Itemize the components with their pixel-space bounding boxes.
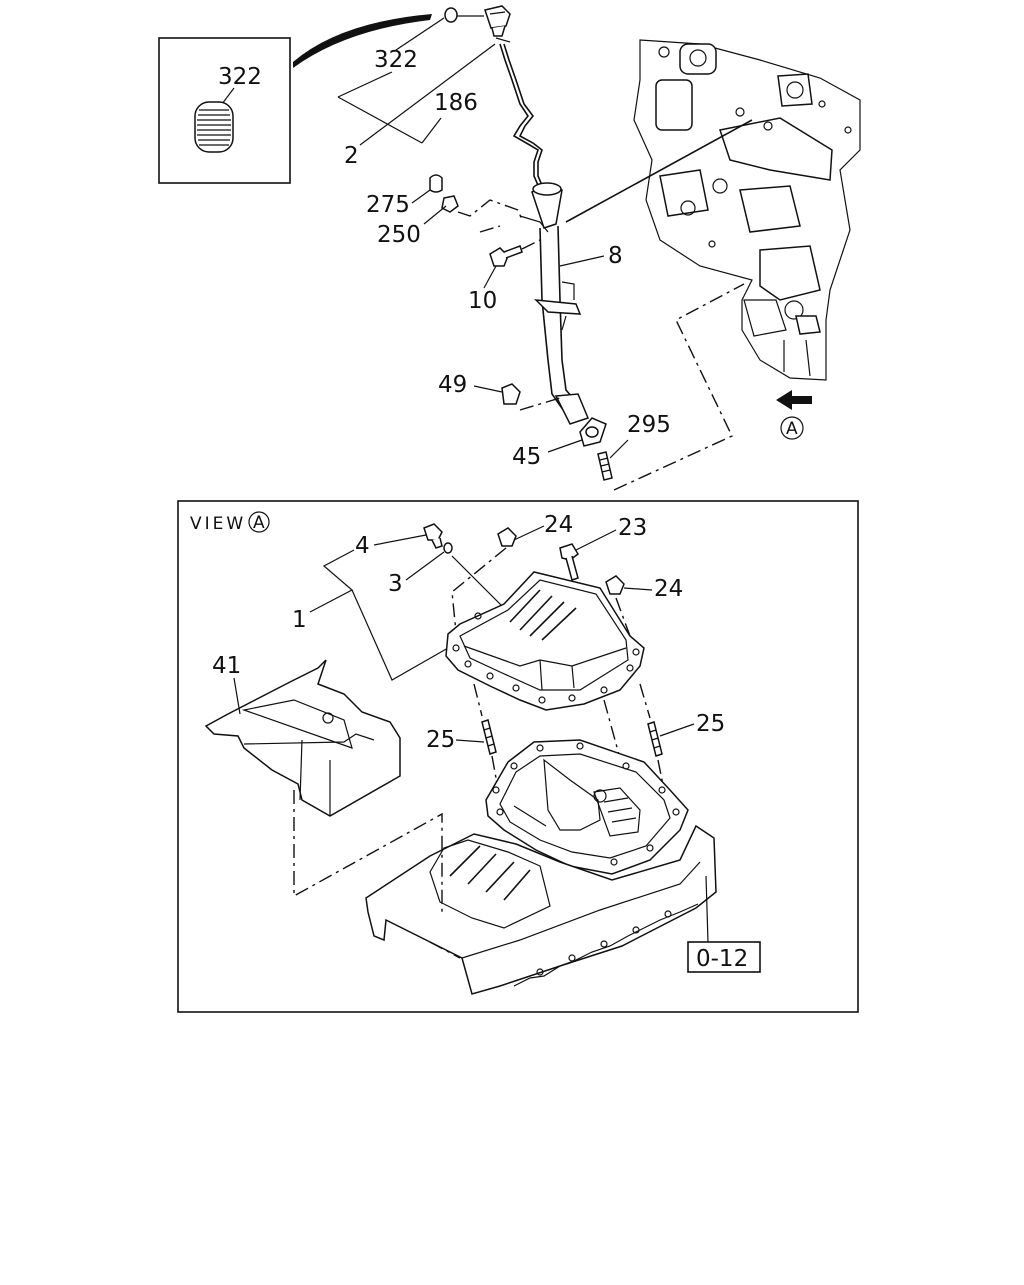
callout-25b: 25: [696, 711, 725, 737]
reference-label: 0-12: [696, 946, 748, 972]
bolt-icon: [429, 174, 443, 193]
nut-icon: [501, 383, 521, 405]
pan-ribs: [509, 589, 577, 641]
stud-25a-icon: [481, 719, 497, 755]
view-panel-title: VIEW: [190, 514, 246, 534]
reference-box: [687, 941, 761, 973]
callout-322: 322: [374, 47, 418, 73]
dipstick-extension-line: [565, 119, 753, 223]
drain-plug-icon: [423, 523, 443, 549]
inset-pointer: [293, 14, 432, 68]
callout-1: 1: [292, 607, 307, 633]
filter-element-icon: [194, 101, 234, 153]
view-panel: [177, 500, 859, 1013]
view-panel-letter: A: [253, 513, 265, 533]
view-panel-letter-circle: [248, 511, 270, 533]
dipstick-wire: [499, 43, 545, 191]
callout-8: 8: [608, 243, 623, 269]
callout-275: 275: [366, 192, 410, 218]
bolt-23-icon: [559, 543, 579, 581]
bolt-10-icon: [489, 245, 523, 267]
upper-oil-pan: [445, 571, 645, 711]
inset-part-label: 322: [218, 64, 262, 90]
view-letter-circle: [780, 416, 804, 440]
dipstick-cap-icon: [484, 5, 511, 37]
callout-250: 250: [377, 222, 421, 248]
callout-24a: 24: [544, 512, 573, 538]
o-ring-icon: [444, 7, 458, 23]
gasket-icon: [579, 417, 607, 447]
callout-3: 3: [388, 571, 403, 597]
callout-24b: 24: [654, 576, 683, 602]
stud-icon: [597, 451, 613, 481]
dipstick-guide-tube: [519, 182, 590, 425]
drain-gasket-icon: [443, 542, 453, 554]
callout-2: 2: [344, 143, 359, 169]
lower-oil-pan: [485, 739, 689, 875]
callout-295: 295: [627, 412, 671, 438]
washer-icon: [441, 195, 459, 213]
callout-49: 49: [438, 372, 467, 398]
callout-25a: 25: [426, 727, 455, 753]
callout-45: 45: [512, 444, 541, 470]
callout-186: 186: [434, 90, 478, 116]
stud-25b-icon: [647, 721, 663, 757]
crankcase-base: [365, 824, 717, 995]
callout-4: 4: [355, 533, 370, 559]
nut-24a-icon: [497, 527, 517, 547]
inset-box: 322: [158, 37, 291, 184]
engine-block: [633, 39, 861, 381]
nut-24b-icon: [605, 575, 625, 595]
heat-shield: [204, 659, 401, 817]
callout-10: 10: [468, 288, 497, 314]
callout-23: 23: [618, 515, 647, 541]
view-arrow-letter: A: [786, 419, 798, 439]
view-arrow-icon: [776, 390, 812, 410]
callout-41: 41: [212, 653, 241, 679]
